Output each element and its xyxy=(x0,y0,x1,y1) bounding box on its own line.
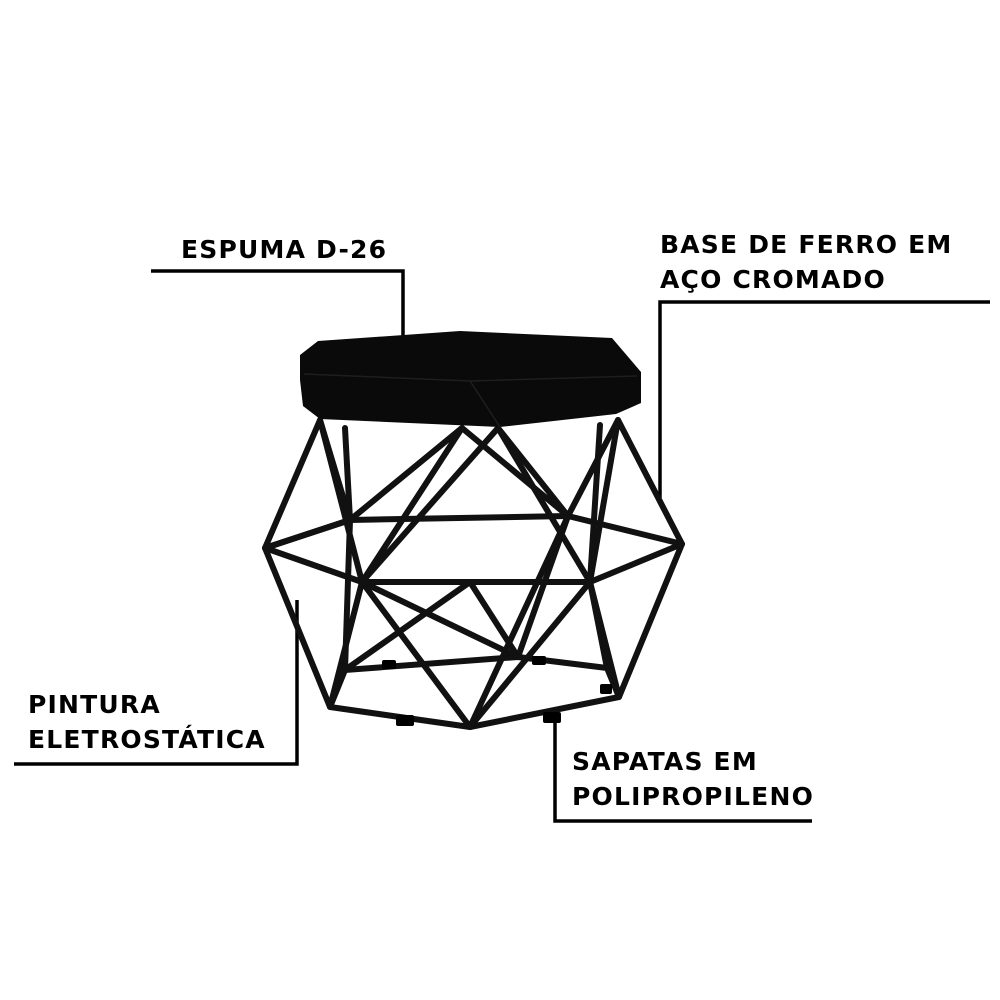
iron-frame xyxy=(262,417,685,730)
sapatas-label-line-1: SAPATAS EM xyxy=(572,747,758,776)
espuma-label-line-1: ESPUMA D-26 xyxy=(181,235,388,264)
pintura-leader-line xyxy=(14,600,299,766)
pintura-label: PINTURA ELETROSTÁTICA xyxy=(28,687,266,757)
foot xyxy=(382,660,396,669)
pintura-label-line-2: ELETROSTÁTICA xyxy=(28,725,266,754)
base-label: BASE DE FERRO EM AÇO CROMADO xyxy=(660,227,953,297)
pintura-label-line-1: PINTURA xyxy=(28,690,161,719)
foot xyxy=(396,715,414,726)
sapatas-label-line-2: POLIPROPILENO xyxy=(572,782,815,811)
sapatas-leader-line xyxy=(553,722,812,823)
foot xyxy=(532,656,546,665)
foam-seat xyxy=(300,331,641,428)
sapatas-label: SAPATAS EM POLIPROPILENO xyxy=(572,744,814,814)
foot xyxy=(600,684,612,694)
feet xyxy=(382,656,612,726)
base-label-line-1: BASE DE FERRO EM xyxy=(660,230,953,259)
base-label-line-2: AÇO CROMADO xyxy=(660,265,886,294)
espuma-leader-line xyxy=(151,269,405,345)
espuma-label: ESPUMA D-26 xyxy=(181,232,387,267)
callout-lines xyxy=(14,269,990,823)
base-leader-line xyxy=(658,300,990,498)
foot xyxy=(543,712,561,723)
